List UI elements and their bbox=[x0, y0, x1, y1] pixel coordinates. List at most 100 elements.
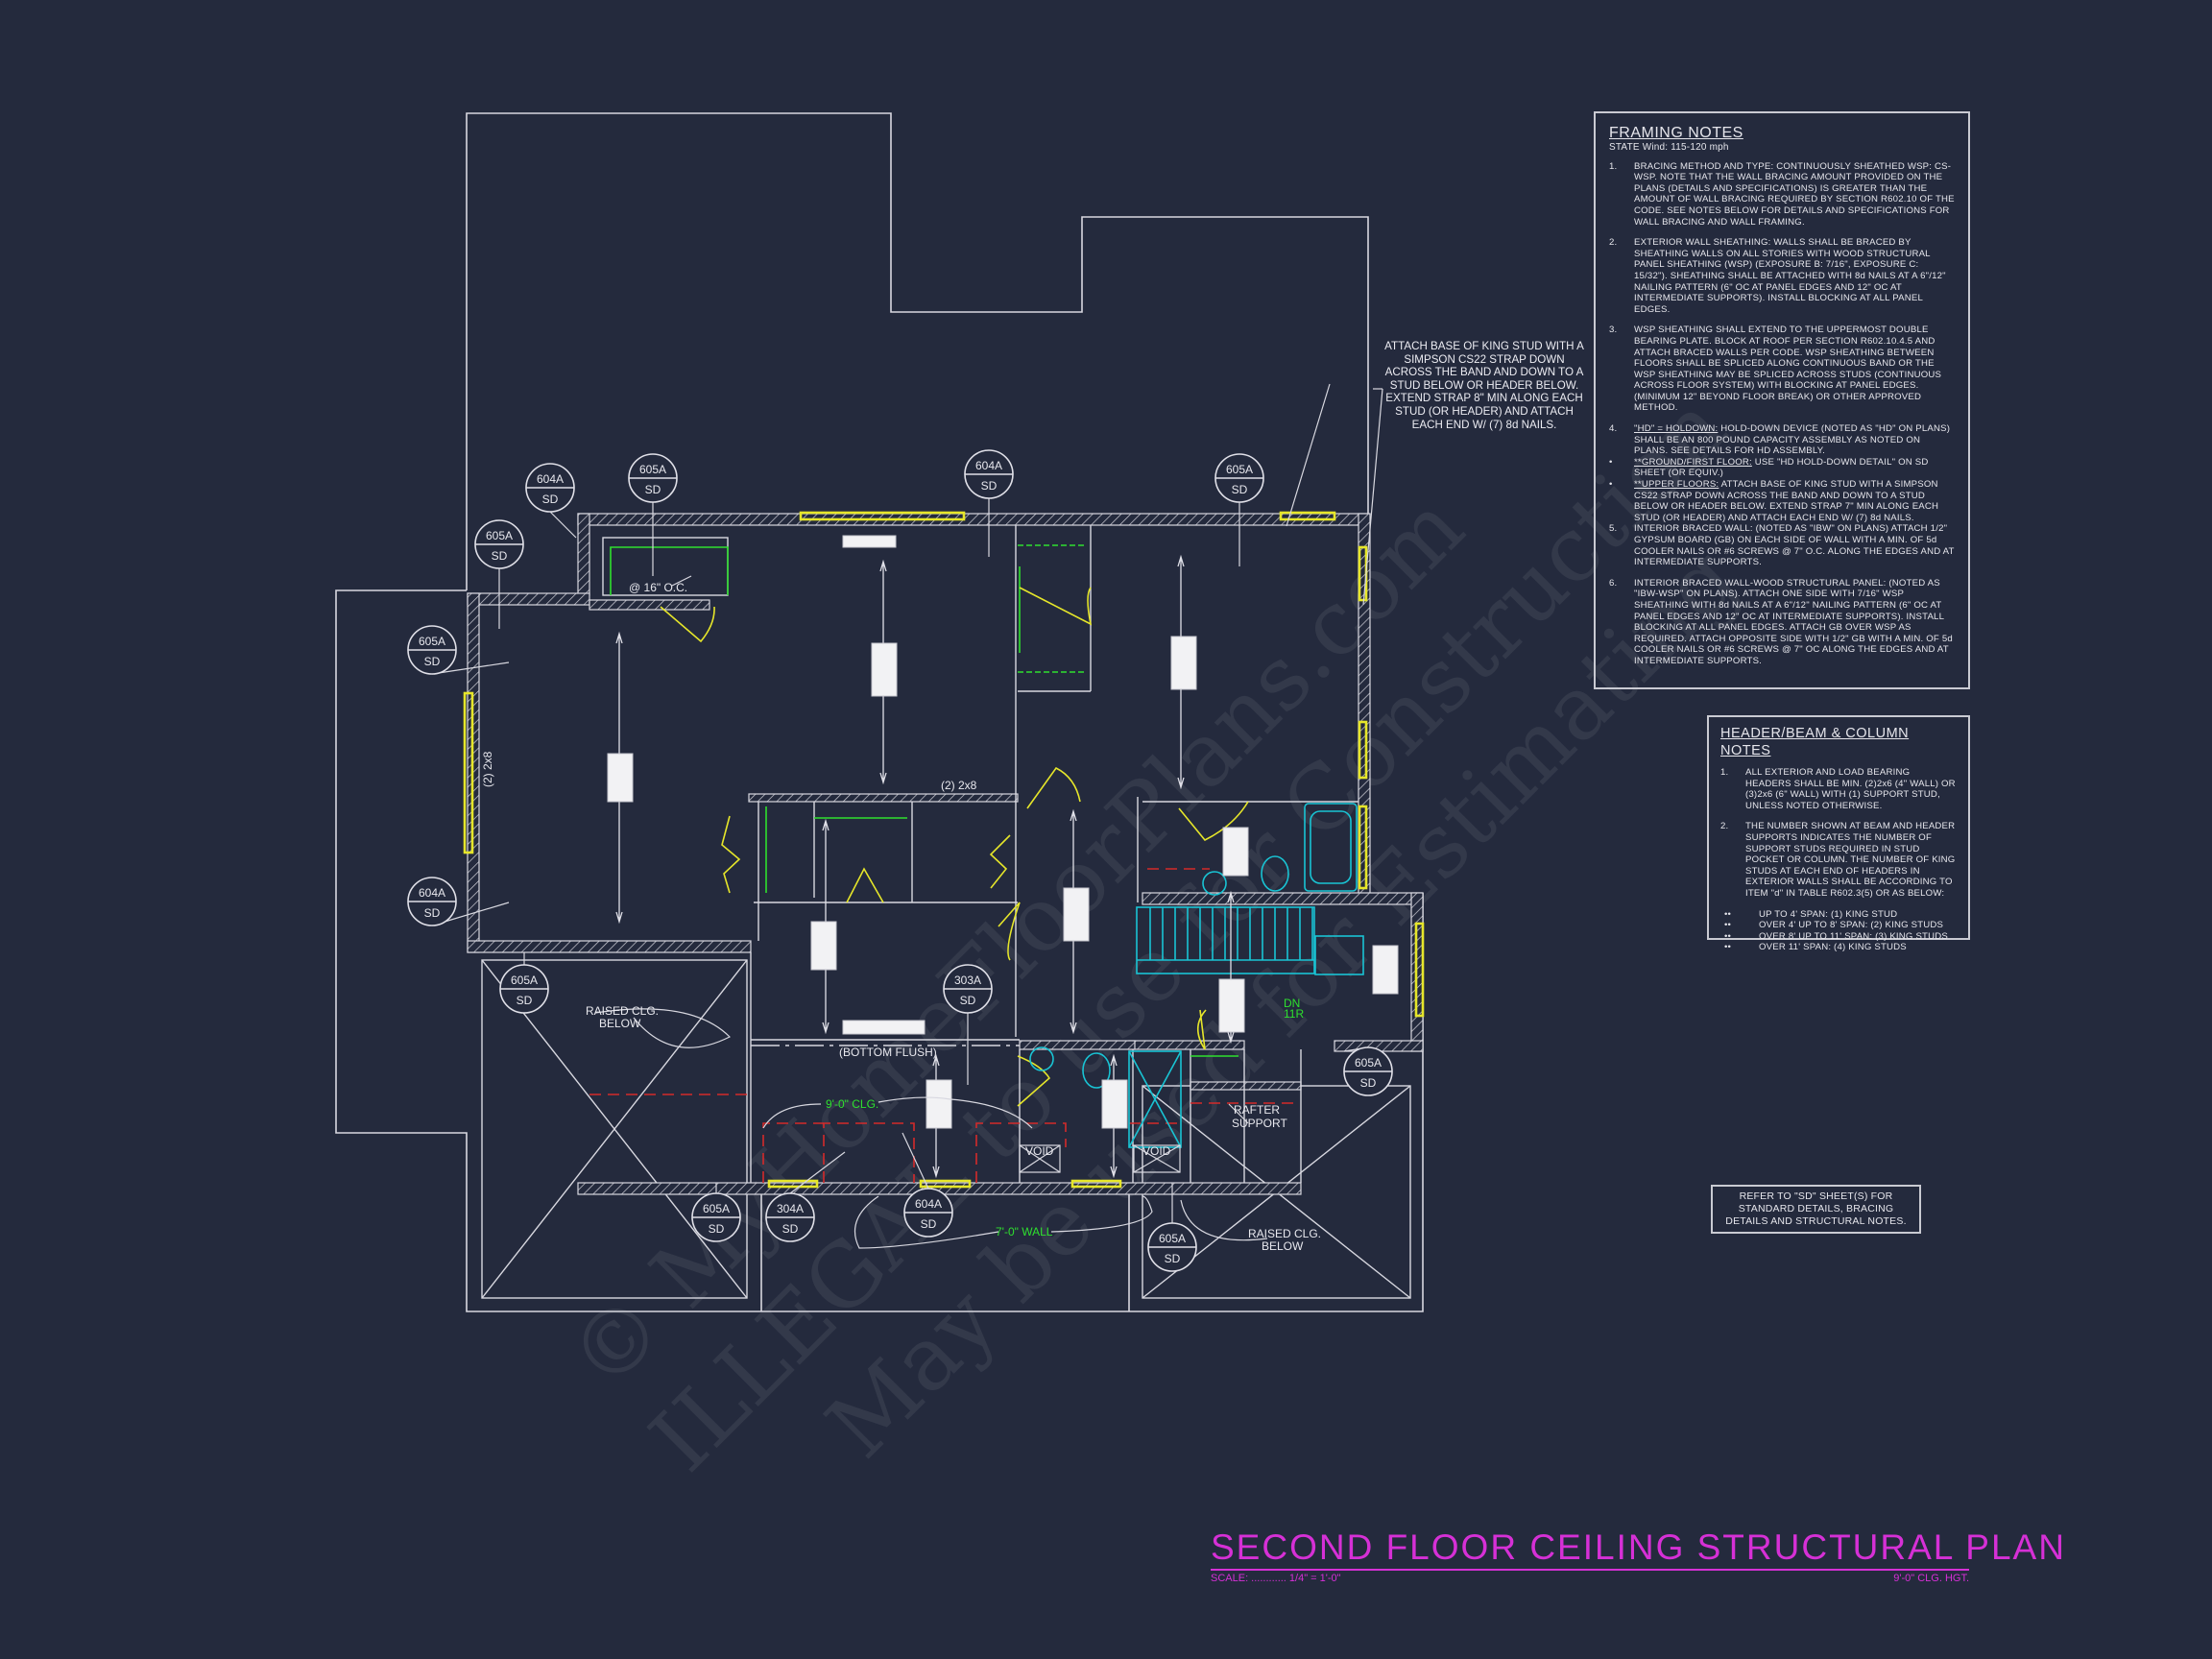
joist-tag bbox=[1218, 978, 1245, 1033]
note-item: •• UP TO 4' SPAN: (1) KING STUD bbox=[1720, 909, 1957, 921]
note-text: OVER 11' SPAN: (4) KING STUDS bbox=[1745, 942, 1907, 953]
note-item: •• OVER 8' UP TO 11' SPAN: (3) KING STUDS bbox=[1720, 931, 1957, 943]
joist-tag bbox=[1372, 945, 1399, 995]
raised-ceiling-label: BELOW bbox=[599, 1017, 641, 1030]
note-item: 2. EXTERIOR WALL SHEATHING: WALLS SHALL B… bbox=[1609, 237, 1955, 315]
raised-ceiling-label: RAISED CLG. bbox=[586, 1004, 659, 1018]
detail-callout: 605A SD bbox=[1343, 1046, 1393, 1096]
green-framing bbox=[610, 544, 1238, 1057]
detail-callout: 605A SD bbox=[628, 453, 678, 576]
note-item: 2.THE NUMBER SHOWN AT BEAM AND HEADER SU… bbox=[1720, 821, 1957, 899]
rafter-support-label: SUPPORT bbox=[1232, 1117, 1287, 1130]
note-number: 4. bbox=[1609, 423, 1618, 435]
note-text: INTERIOR BRACED WALL: (NOTED AS "IBW" ON… bbox=[1634, 523, 1955, 567]
note-lead: **UPPER FLOORS: bbox=[1634, 479, 1719, 491]
callout-detail-number: 605A bbox=[1159, 1232, 1186, 1245]
ceiling-height: 9'-0" CLG. HGT. bbox=[1893, 1573, 1969, 1584]
sink bbox=[1029, 1046, 1054, 1071]
note-body: USE "HD HOLD-DOWN DETAIL" ON SD SHEET (O… bbox=[1634, 456, 1929, 479]
callout-detail-number: 303A bbox=[954, 974, 981, 987]
note-body: UP TO 4' SPAN: (1) KING STUD bbox=[1759, 908, 1898, 920]
note-number: 2. bbox=[1609, 237, 1618, 249]
wall-height-label: 7'-0" WALL bbox=[996, 1225, 1053, 1238]
sheet-title: SECOND FLOOR CEILING STRUCTURAL PLAN bbox=[1211, 1527, 2066, 1567]
callout-sheet: SD bbox=[542, 493, 559, 506]
detail-callout: 303A SD bbox=[943, 964, 993, 1085]
callout-sheet: SD bbox=[645, 483, 661, 496]
callout-sheet: SD bbox=[960, 994, 976, 1007]
callout-detail-number: 605A bbox=[639, 463, 666, 476]
callout-sheet: SD bbox=[1360, 1076, 1377, 1090]
note-body: ALL EXTERIOR AND LOAD BEARING HEADERS SH… bbox=[1745, 767, 1956, 811]
note-text: OVER 8' UP TO 11' SPAN: (3) KING STUDS bbox=[1745, 931, 1948, 943]
doors bbox=[660, 587, 1249, 1107]
callout-sheet: SD bbox=[424, 906, 441, 920]
note-text: THE NUMBER SHOWN AT BEAM AND HEADER SUPP… bbox=[1745, 821, 1957, 899]
note-number: •• bbox=[1724, 920, 1732, 931]
note-body: EXTERIOR WALL SHEATHING: WALLS SHALL BE … bbox=[1634, 237, 1946, 315]
joist-tag bbox=[1170, 636, 1197, 690]
refer-note: REFER TO "SD" SHEET(S) FOR STANDARD DETA… bbox=[1711, 1185, 1921, 1234]
beam-label: (2) 2x8 bbox=[941, 779, 977, 792]
stair-label: DN bbox=[1284, 997, 1300, 1010]
note-number: 1. bbox=[1720, 767, 1729, 778]
framing-notes-subtitle: STATE Wind: 115-120 mph bbox=[1609, 142, 1729, 153]
note-number: •• bbox=[1724, 908, 1732, 920]
note-item: 1. BRACING METHOD AND TYPE: CONTINUOUSLY … bbox=[1609, 161, 1955, 228]
stair-label: 11R bbox=[1284, 1007, 1304, 1021]
note-body: THE NUMBER SHOWN AT BEAM AND HEADER SUPP… bbox=[1745, 821, 1956, 899]
callout-detail-number: 604A bbox=[537, 472, 564, 486]
note-item: •**UPPER FLOORS: ATTACH BASE OF KING STU… bbox=[1609, 479, 1955, 523]
joist-tag bbox=[842, 535, 897, 548]
callout-sheet: SD bbox=[1232, 483, 1248, 496]
callout-detail-number: 605A bbox=[486, 529, 513, 542]
joist-tag bbox=[926, 1079, 952, 1129]
note-number: • bbox=[1609, 456, 1613, 468]
note-body: OVER 4' UP TO 8' SPAN: (2) KING STUDS bbox=[1759, 920, 1944, 931]
note-number: 1. bbox=[1609, 160, 1618, 172]
raised-ceiling-label: BELOW bbox=[1262, 1239, 1304, 1253]
beam-label: (2) 2x8 bbox=[481, 751, 494, 787]
detail-callouts: 604A SD 605A SD 604A SD 605A SD 605A SD 605A S… bbox=[407, 449, 1393, 1272]
note-body: ATTACH BASE OF KING STUD WITH A SIMPSON … bbox=[1634, 479, 1939, 523]
note-item: 3.WSP SHEATHING SHALL EXTEND TO THE UPPE… bbox=[1609, 325, 1955, 414]
rafter-support-label: RAFTER bbox=[1234, 1103, 1280, 1117]
joist-tag bbox=[871, 642, 898, 697]
bathtub bbox=[1304, 803, 1358, 892]
callout-detail-number: 604A bbox=[975, 459, 1002, 472]
title-underline bbox=[1211, 1569, 1969, 1571]
void-label: VOID bbox=[1142, 1144, 1171, 1158]
note-body: INTERIOR BRACED WALL: (NOTED AS "IBW" ON… bbox=[1634, 523, 1955, 568]
joist-tag bbox=[1222, 827, 1249, 877]
plan-labels: @ 16" O.C. (2) 2x8 (2) 2x8 (BOTTOM FLUSH… bbox=[481, 581, 1321, 1253]
note-body: OVER 11' SPAN: (4) KING STUDS bbox=[1759, 942, 1907, 953]
note-body: HOLD-DOWN DEVICE (NOTED AS "HD" ON PLANS… bbox=[1634, 423, 1951, 457]
note-number: •• bbox=[1724, 930, 1732, 942]
note-text: **GROUND/FIRST FLOOR: USE "HD HOLD-DOWN … bbox=[1634, 457, 1955, 479]
shower bbox=[1128, 1050, 1182, 1148]
leader-lines bbox=[594, 383, 1383, 1249]
strap-note: ATTACH BASE OF KING STUD WITH A SIMPSON … bbox=[1384, 340, 1584, 431]
sheet-title-block: SECOND FLOOR CEILING STRUCTURAL PLAN SCA… bbox=[1211, 1527, 2066, 1584]
callout-sheet: SD bbox=[492, 549, 508, 563]
note-item: •• OVER 4' UP TO 8' SPAN: (2) KING STUDS bbox=[1720, 920, 1957, 931]
note-text: BRACING METHOD AND TYPE: CONTINUOUSLY SH… bbox=[1634, 161, 1955, 228]
note-lead: **GROUND/FIRST FLOOR: bbox=[1634, 456, 1752, 468]
callout-detail-number: 605A bbox=[1355, 1056, 1382, 1070]
framing-notes: FRAMING NOTES STATE Wind: 115-120 mph 1.… bbox=[1594, 111, 1970, 689]
note-item: 6.INTERIOR BRACED WALL-WOOD STRUCTURAL P… bbox=[1609, 578, 1955, 667]
ceiling-change-lines bbox=[589, 868, 1296, 1183]
toilet bbox=[1082, 1052, 1111, 1089]
bottom-flush-label: (BOTTOM FLUSH) bbox=[839, 1046, 937, 1059]
callout-sheet: SD bbox=[424, 655, 441, 668]
note-item: • **GROUND/FIRST FLOOR: USE "HD HOLD-DOWN… bbox=[1609, 457, 1955, 479]
note-item: 1. ALL EXTERIOR AND LOAD BEARING HEADERS … bbox=[1720, 767, 1957, 811]
scale-label: SCALE: ............ 1/4" = 1'-0" bbox=[1211, 1573, 1341, 1584]
detail-callout: 604A SD bbox=[525, 463, 577, 539]
note-item: ••OVER 11' SPAN: (4) KING STUDS bbox=[1720, 942, 1957, 953]
joist-tag bbox=[607, 753, 634, 803]
